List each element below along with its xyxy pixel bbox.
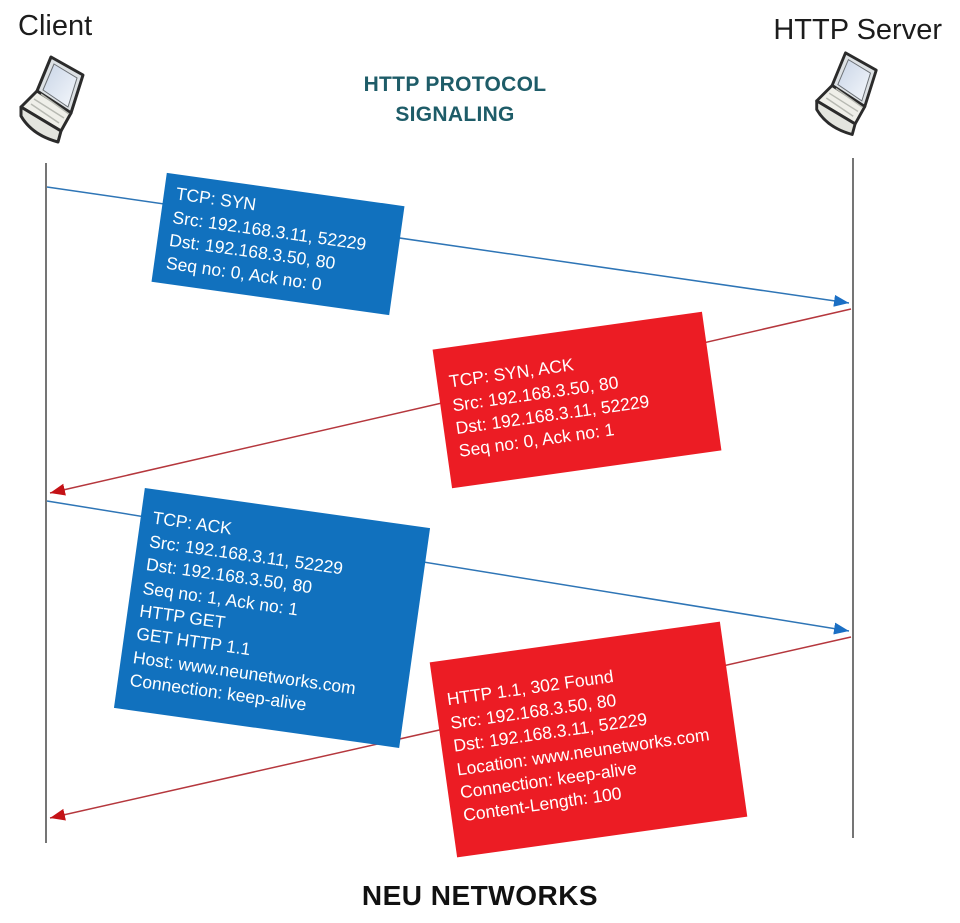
brand-footer: NEU NETWORKS <box>361 880 599 911</box>
page-title-line2: SIGNALING <box>395 103 515 126</box>
client-actor-label: Client <box>18 10 93 42</box>
client-laptop-icon <box>19 55 85 144</box>
message-box-tcp-ack-http-get: TCP: ACK Src: 192.168.3.11, 52229 Dst: 1… <box>113 488 431 748</box>
server-laptop-icon <box>815 51 878 136</box>
message-box-http-302-found: HTTP 1.1, 302 Found Src: 192.168.3.50, 8… <box>429 621 748 858</box>
server-actor-label: HTTP Server <box>773 14 942 46</box>
page-title: HTTP PROTOCOL SIGNALING <box>305 70 605 130</box>
page-title-line1: HTTP PROTOCOL <box>363 73 547 96</box>
